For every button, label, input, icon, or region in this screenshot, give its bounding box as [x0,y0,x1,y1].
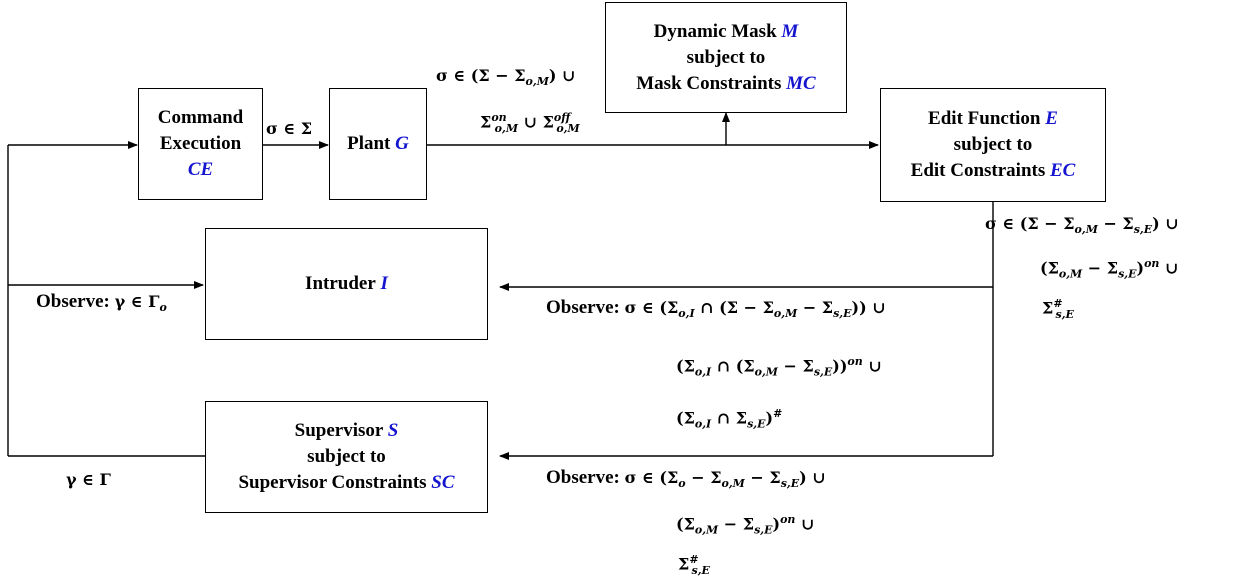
label-observe-intruder-2: (Σo,I ∩ (Σo,M − Σs,E))on ∪ [676,355,882,379]
edit-symbol: E [1045,108,1058,129]
label-sigma-in-sigma: σ ∈ Σ [266,119,313,138]
supervisor-line2: subject to [307,446,386,467]
mask-line3: Mask Constraints [636,72,782,94]
plant-box: Plant G [329,88,427,200]
intruder-symbol: I [380,273,388,294]
edit-line3: Edit Constraints [910,160,1046,181]
plant-symbol: G [395,133,409,154]
dynamic-mask-box: Dynamic Mask M subject to Mask Constrain… [605,2,847,113]
supervisor-constraint-symbol: SC [431,472,455,493]
edit-constraint-symbol: EC [1050,160,1076,181]
label-observe-supervisor-3: Σ#s,E [678,553,710,577]
intruder-label: Intruder [305,273,376,294]
supervisor-symbol: S [387,420,399,441]
supervisor-box: Supervisor S subject to Supervisor Const… [205,401,488,513]
label-plant-output-1: σ ∈ (Σ − Σo,M) ∪ [436,66,576,89]
mask-line1: Dynamic Mask [653,20,777,42]
ce-line1: Command [157,107,244,128]
mask-constraint-symbol: MC [786,72,816,94]
edit-function-box: Edit Function E subject to Edit Constrai… [880,88,1106,202]
label-observe-supervisor-1: Observe: σ ∈ (Σo − Σo,M − Σs,E) ∪ [546,467,826,491]
mask-symbol: M [781,20,799,42]
label-observe-supervisor-2: (Σo,M − Σs,E)on ∪ [676,513,815,537]
label-edit-output-1: σ ∈ (Σ − Σo,M − Σs,E) ∪ [985,214,1179,237]
supervisor-line3: Supervisor Constraints [238,472,427,493]
label-plant-output-2: Σono,M ∪ Σoffo,M [480,111,580,135]
command-execution-box: Command Execution CE [138,88,263,200]
label-observe-intruder-1: Observe: σ ∈ (Σo,I ∩ (Σ − Σo,M − Σs,E)) … [546,297,886,321]
plant-label: Plant [347,133,391,154]
supervisor-line1: Supervisor [294,420,383,441]
label-gamma: γ ∈ Γ [66,470,111,489]
label-observe-gamma-o: Observe: γ ∈ Γo [36,291,167,315]
mask-line2: subject to [686,46,766,68]
ce-line2: Execution [159,133,242,154]
intruder-box: Intruder I [205,228,488,340]
label-edit-output-3: Σ#s,E [1042,297,1074,321]
edit-line1: Edit Function [928,108,1041,129]
label-edit-output-2: (Σo,M − Σs,E)on ∪ [1040,257,1179,281]
label-observe-intruder-3: (Σo,I ∩ Σs,E)# [676,407,783,431]
edit-line2: subject to [953,134,1033,155]
ce-symbol: CE [187,159,214,180]
